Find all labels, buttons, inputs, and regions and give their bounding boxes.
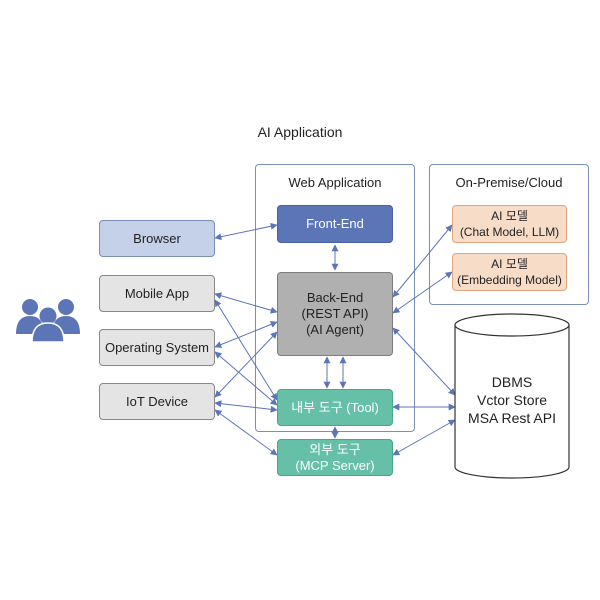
browser-node: Browser bbox=[99, 220, 215, 257]
external-tool-node: 외부 도구 (MCP Server) bbox=[277, 439, 393, 476]
database-vector-store: Vctor Store bbox=[476, 392, 548, 408]
database-node: DBMS Vctor Store MSA Rest API bbox=[455, 345, 569, 455]
operating-system-node: Operating System bbox=[99, 329, 215, 366]
arrow-os-internal-tool bbox=[214, 351, 278, 406]
web-application-label: Web Application bbox=[288, 175, 382, 190]
chat-model-node: AI 모델 (Chat Model, LLM) bbox=[452, 205, 567, 243]
front-end-node: Front-End bbox=[277, 205, 393, 243]
back-end-ai-agent: (AI Agent) bbox=[306, 322, 364, 337]
arrow-iot-internal-tool bbox=[214, 400, 278, 413]
embedding-model-title: AI 모델 bbox=[491, 257, 528, 271]
back-end-rest-api: (REST API) bbox=[301, 306, 369, 321]
external-tool-title: 외부 도구 bbox=[309, 441, 361, 457]
embedding-model-node: AI 모델 (Embedding Model) bbox=[452, 253, 567, 291]
mobile-app-node: Mobile App bbox=[99, 275, 215, 312]
internal-tool-node: 내부 도구 (Tool) bbox=[277, 389, 393, 426]
arrow-browser-frontend bbox=[214, 222, 278, 241]
external-tool-mcp-server: (MCP Server) bbox=[295, 457, 375, 473]
database-msa-rest-api: MSA Rest API bbox=[468, 410, 556, 426]
arrow-backend-dbms bbox=[392, 327, 456, 396]
arrow-iot-external-tool bbox=[214, 409, 278, 456]
back-end-node: Back-End (REST API) (AI Agent) bbox=[277, 272, 393, 356]
database-dbms: DBMS bbox=[491, 374, 533, 390]
chat-model-title: AI 모델 bbox=[491, 209, 528, 223]
iot-device-node: IoT Device bbox=[99, 383, 215, 420]
embedding-model-subtitle: (Embedding Model) bbox=[457, 273, 562, 287]
chat-model-subtitle: (Chat Model, LLM) bbox=[459, 225, 560, 239]
arrow-backend-embedding-model bbox=[392, 271, 453, 314]
back-end-title: Back-End bbox=[306, 290, 364, 305]
on-premise-cloud-label: On-Premise/Cloud bbox=[455, 175, 563, 190]
diagram-title: AI Application bbox=[257, 124, 343, 140]
arrow-external-tool-dbms bbox=[392, 419, 456, 456]
